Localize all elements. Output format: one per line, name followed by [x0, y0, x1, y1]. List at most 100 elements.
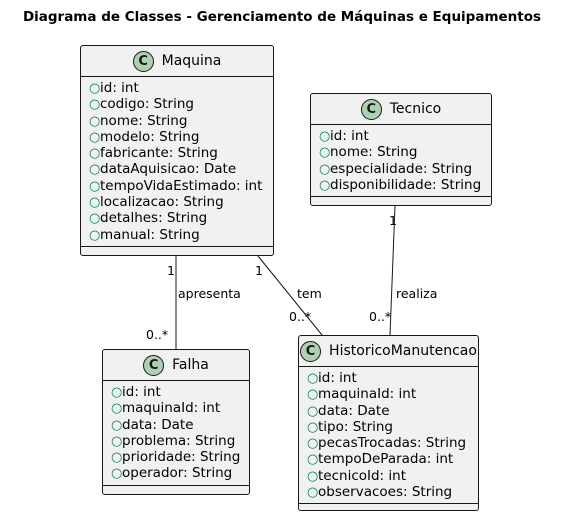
public-visibility-icon: ○ [319, 145, 331, 161]
public-visibility-icon: ○ [89, 227, 101, 243]
public-visibility-icon: ○ [89, 81, 101, 96]
attribute-row: ○nome: String [89, 113, 273, 129]
attribute-text: nome: String [100, 112, 188, 129]
attribute-text: dataAquisicao: Date [100, 161, 237, 178]
class-name: Falha [172, 357, 209, 373]
attribute-row: ○tempoDeParada: int [307, 451, 478, 467]
multiplicity-tecnico-realiza: 1 [389, 213, 397, 228]
public-visibility-icon: ○ [307, 468, 319, 484]
attribute-row: ○localizacao: String [89, 194, 273, 210]
attribute-row: ○pecasTrocadas: String [307, 435, 478, 451]
attribute-text: id: int [318, 370, 357, 386]
relation-line-realiza [389, 205, 396, 336]
attribute-row: ○id: int [111, 384, 249, 400]
class-maquina[interactable]: C Maquina ○id: int○codigo: String○nome: … [80, 45, 274, 256]
public-visibility-icon: ○ [111, 385, 123, 400]
public-visibility-icon: ○ [319, 177, 331, 193]
attribute-row: ○tempoVidaEstimado: int [89, 178, 273, 194]
attribute-list: ○id: int○maquinaId: int○data: Date○probl… [103, 381, 249, 486]
public-visibility-icon: ○ [307, 371, 319, 386]
attribute-row: ○data: Date [307, 403, 478, 419]
public-visibility-icon: ○ [111, 466, 123, 482]
public-visibility-icon: ○ [307, 387, 319, 403]
class-header: C HistoricoManutencao [299, 336, 478, 367]
class-falha[interactable]: C Falha ○id: int○maquinaId: int○data: Da… [102, 349, 250, 495]
diagram-title: Diagrama de Classes - Gerenciamento de M… [22, 9, 542, 25]
multiplicity-historico-tem: 0..* [289, 309, 312, 324]
attribute-text: tempoVidaEstimado: int [100, 177, 263, 194]
attribute-text: observacoes: String [318, 484, 453, 501]
attribute-list: ○id: int○codigo: String○nome: String○mod… [81, 77, 273, 247]
attribute-text: operador: String [122, 465, 233, 482]
attribute-text: prioridade: String [122, 449, 241, 466]
public-visibility-icon: ○ [89, 195, 101, 211]
attribute-row: ○tecnicoId: int [307, 468, 478, 484]
attribute-text: manual: String [100, 226, 200, 243]
attribute-text: problema: String [122, 432, 236, 449]
attribute-row: ○nome: String [319, 144, 491, 160]
method-compartment [103, 486, 249, 494]
attribute-row: ○problema: String [111, 433, 249, 449]
attribute-text: data: Date [318, 402, 390, 419]
class-header: C Maquina [81, 46, 273, 77]
attribute-row: ○disponibilidade: String [319, 177, 491, 193]
attribute-text: tempoDeParada: int [318, 451, 454, 468]
attribute-row: ○manual: String [89, 227, 273, 243]
public-visibility-icon: ○ [89, 113, 101, 129]
attribute-text: codigo: String [100, 96, 194, 113]
attribute-row: ○modelo: String [89, 129, 273, 145]
multiplicity-maquina-tem: 1 [255, 263, 263, 278]
attribute-row: ○dataAquisicao: Date [89, 161, 273, 177]
class-icon: C [300, 340, 322, 362]
class-name: Tecnico [389, 101, 442, 117]
public-visibility-icon: ○ [111, 450, 123, 466]
public-visibility-icon: ○ [111, 433, 123, 449]
public-visibility-icon: ○ [307, 436, 319, 452]
attribute-text: pecasTrocadas: String [318, 435, 467, 452]
method-compartment [311, 197, 491, 205]
class-icon: C [143, 354, 165, 376]
attribute-text: id: int [330, 128, 369, 144]
attribute-text: maquinaId: int [318, 386, 417, 403]
public-visibility-icon: ○ [111, 401, 123, 417]
attribute-text: localizacao: String [100, 194, 224, 211]
relation-line-tem [257, 255, 323, 336]
public-visibility-icon: ○ [89, 129, 101, 145]
public-visibility-icon: ○ [111, 417, 123, 433]
attribute-row: ○detalhes: String [89, 210, 273, 226]
attribute-row: ○especialidade: String [319, 161, 491, 177]
attribute-text: detalhes: String [100, 210, 208, 227]
attribute-text: especialidade: String [330, 160, 473, 177]
attribute-row: ○operador: String [111, 465, 249, 481]
attribute-row: ○id: int [307, 370, 478, 386]
public-visibility-icon: ○ [89, 211, 101, 227]
public-visibility-icon: ○ [89, 97, 101, 113]
public-visibility-icon: ○ [89, 178, 101, 194]
class-tecnico[interactable]: C Tecnico ○id: int○nome: String○especial… [310, 93, 492, 206]
class-icon: C [360, 98, 382, 120]
class-header: C Falha [103, 350, 249, 381]
public-visibility-icon: ○ [307, 485, 319, 501]
attribute-row: ○id: int [89, 80, 273, 96]
class-name: Maquina [161, 53, 222, 69]
attribute-text: tecnicoId: int [318, 467, 407, 484]
attribute-row: ○observacoes: String [307, 484, 478, 500]
multiplicity-historico-realiza: 0..* [369, 309, 392, 324]
attribute-text: maquinaId: int [122, 400, 221, 417]
public-visibility-icon: ○ [307, 419, 319, 435]
attribute-row: ○prioridade: String [111, 449, 249, 465]
attribute-list: ○id: int○maquinaId: int○data: Date○tipo:… [299, 367, 478, 505]
class-header: C Tecnico [311, 94, 491, 125]
attribute-text: data: Date [122, 416, 194, 433]
attribute-text: nome: String [330, 144, 418, 161]
public-visibility-icon: ○ [319, 161, 331, 177]
method-compartment [299, 504, 478, 512]
attribute-text: tipo: String [318, 418, 394, 435]
multiplicity-maquina-apresenta: 1 [167, 263, 175, 278]
public-visibility-icon: ○ [307, 452, 319, 468]
multiplicity-falha: 0..* [146, 327, 169, 342]
attribute-text: id: int [100, 80, 139, 96]
attribute-row: ○tipo: String [307, 419, 478, 435]
public-visibility-icon: ○ [89, 146, 101, 162]
class-historico-manutencao[interactable]: C HistoricoManutencao ○id: int○maquinaId… [298, 335, 479, 511]
